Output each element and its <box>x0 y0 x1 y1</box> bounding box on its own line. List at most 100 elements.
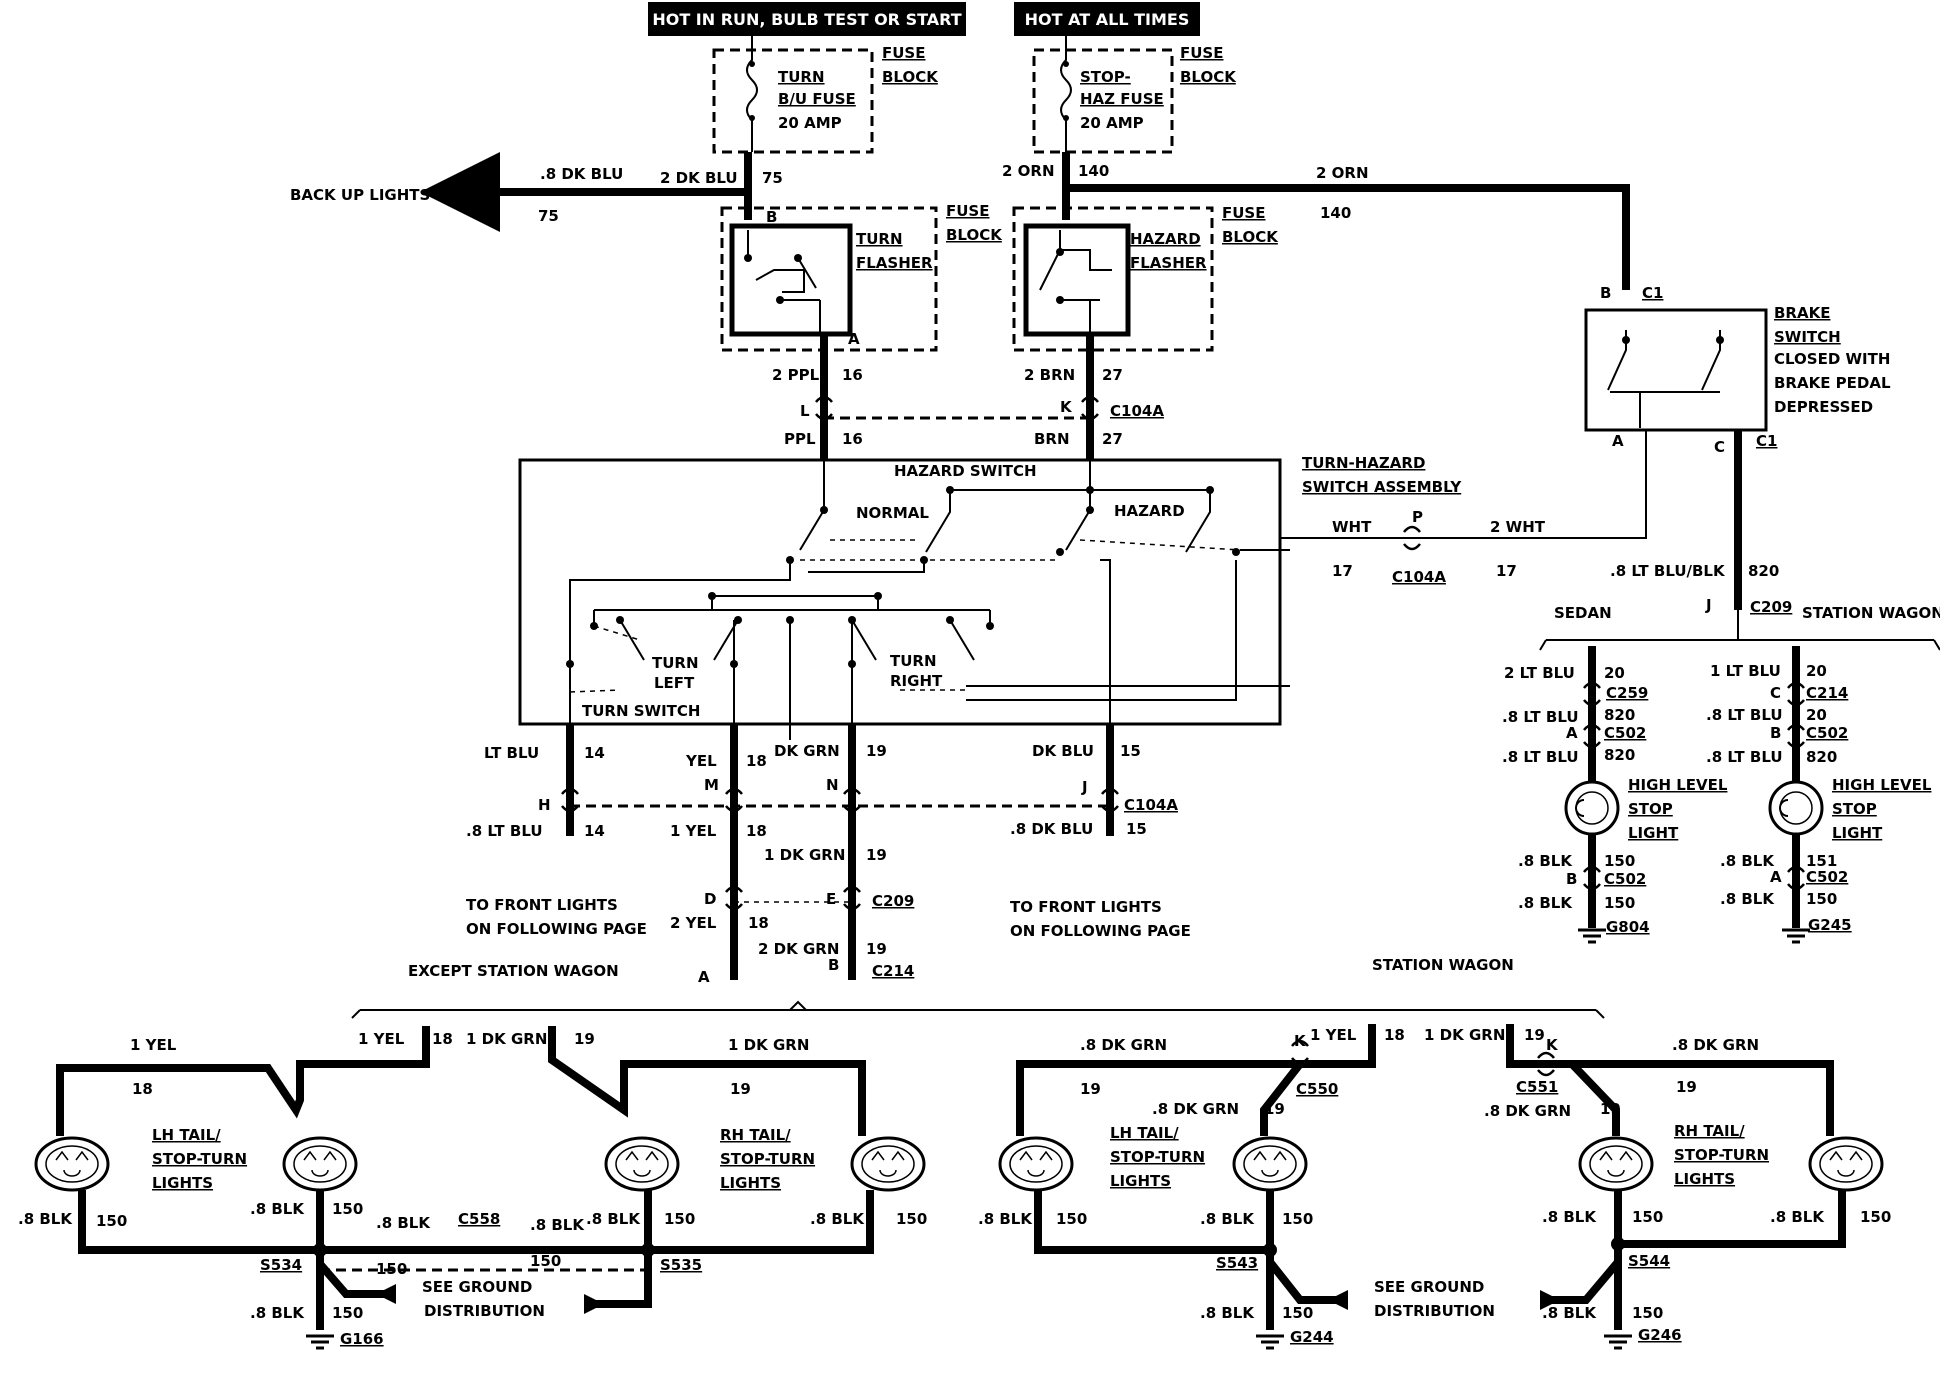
svg-text:75: 75 <box>538 207 559 225</box>
svg-text:S544: S544 <box>1628 1252 1670 1270</box>
svg-text:BLOCK: BLOCK <box>946 226 1003 244</box>
svg-text:150: 150 <box>1806 890 1837 908</box>
svg-text:17: 17 <box>1496 562 1517 580</box>
svg-text:.8 BLK: .8 BLK <box>978 1210 1033 1228</box>
svg-text:H: H <box>538 796 551 814</box>
right-mid-labels: WHT P 2 WHT 17 C104A 17 .8 LT BLU/BLK 82… <box>1332 508 1940 622</box>
svg-text:S535: S535 <box>660 1256 702 1274</box>
svg-text:BLOCK: BLOCK <box>1180 68 1237 86</box>
svg-text:75: 75 <box>762 169 783 187</box>
svg-text:15: 15 <box>1126 820 1147 838</box>
svg-text:.8 LT BLU: .8 LT BLU <box>1706 748 1783 766</box>
svg-text:.8 BLK: .8 BLK <box>1518 894 1573 912</box>
svg-text:.8 BLK: .8 BLK <box>1720 890 1775 908</box>
svg-text:DK BLU: DK BLU <box>1032 742 1094 760</box>
svg-text:.8 BLK: .8 BLK <box>1200 1210 1255 1228</box>
top-wiring <box>420 152 1630 460</box>
svg-text:C: C <box>1714 438 1725 456</box>
svg-text:19: 19 <box>1080 1080 1101 1098</box>
svg-text:16: 16 <box>842 430 863 448</box>
svg-text:.8 DK GRN: .8 DK GRN <box>1672 1036 1759 1054</box>
svg-text:FLASHER: FLASHER <box>856 254 933 272</box>
svg-text:18: 18 <box>432 1030 453 1048</box>
svg-text:18: 18 <box>746 752 767 770</box>
svg-text:20: 20 <box>1806 706 1827 724</box>
svg-text:.8 LT BLU: .8 LT BLU <box>1502 708 1579 726</box>
svg-text:150: 150 <box>376 1260 407 1278</box>
svg-text:1 YEL: 1 YEL <box>358 1030 405 1048</box>
svg-text:150: 150 <box>1282 1210 1313 1228</box>
svg-text:.8 DK GRN: .8 DK GRN <box>1152 1100 1239 1118</box>
svg-text:.8 BLK: .8 BLK <box>1542 1208 1597 1226</box>
svg-text:HIGH LEVEL: HIGH LEVEL <box>1832 776 1932 794</box>
svg-text:P: P <box>1412 508 1423 526</box>
svg-text:1 YEL: 1 YEL <box>130 1036 177 1054</box>
svg-text:C502: C502 <box>1604 724 1646 742</box>
svg-text:E: E <box>826 890 836 908</box>
svg-text:.8 BLK: .8 BLK <box>1770 1208 1825 1226</box>
svg-text:1 YEL: 1 YEL <box>670 822 717 840</box>
turn-hazard-switch-assembly: TURN-HAZARD SWITCH ASSEMBLY HAZARD SWITC… <box>518 454 1462 740</box>
svg-text:HAZARD: HAZARD <box>1114 502 1185 520</box>
svg-text:C104A: C104A <box>1392 568 1446 586</box>
svg-text:LH TAIL/: LH TAIL/ <box>1110 1124 1179 1142</box>
svg-text:2 PPL: 2 PPL <box>772 366 820 384</box>
svg-text:1 DK GRN: 1 DK GRN <box>728 1036 809 1054</box>
svg-text:.8 DK BLU: .8 DK BLU <box>1010 820 1093 838</box>
svg-text:C259: C259 <box>1606 684 1648 702</box>
svg-text:2 LT BLU: 2 LT BLU <box>1504 664 1575 682</box>
svg-text:C551: C551 <box>1516 1078 1558 1096</box>
svg-text:19: 19 <box>574 1030 595 1048</box>
svg-text:151: 151 <box>1806 852 1837 870</box>
svg-text:L: L <box>800 402 810 420</box>
svg-text:SEDAN: SEDAN <box>1554 604 1612 622</box>
svg-text:C502: C502 <box>1806 868 1848 886</box>
svg-text:G804: G804 <box>1606 918 1650 936</box>
svg-text:D: D <box>704 890 716 908</box>
svg-text:SWITCH: SWITCH <box>1774 328 1841 346</box>
svg-text:STOP-: STOP- <box>1080 68 1131 86</box>
svg-text:820: 820 <box>1806 748 1837 766</box>
svg-text:14: 14 <box>584 822 605 840</box>
svg-text:HIGH LEVEL: HIGH LEVEL <box>1628 776 1728 794</box>
svg-text:TURN SWITCH: TURN SWITCH <box>582 702 700 720</box>
svg-text:.8 LT BLU: .8 LT BLU <box>1502 748 1579 766</box>
svg-text:C214: C214 <box>1806 684 1848 702</box>
svg-text:YEL: YEL <box>685 752 717 770</box>
svg-text:K: K <box>1546 1036 1559 1054</box>
svg-text:150: 150 <box>1860 1208 1891 1226</box>
svg-text:HOT AT ALL TIMES: HOT AT ALL TIMES <box>1025 10 1190 29</box>
svg-text:150: 150 <box>1632 1304 1663 1322</box>
svg-text:RH TAIL/: RH TAIL/ <box>1674 1122 1745 1140</box>
svg-text:LIGHT: LIGHT <box>1832 824 1883 842</box>
svg-text:.8 BLK: .8 BLK <box>1518 852 1573 870</box>
svg-text:HAZARD SWITCH: HAZARD SWITCH <box>894 462 1037 480</box>
svg-text:C: C <box>1770 684 1781 702</box>
svg-text:150: 150 <box>530 1252 561 1270</box>
svg-text:20 AMP: 20 AMP <box>778 114 842 132</box>
svg-text:NORMAL: NORMAL <box>856 504 929 522</box>
svg-text:SEE GROUND: SEE GROUND <box>1374 1278 1484 1296</box>
svg-text:DEPRESSED: DEPRESSED <box>1774 398 1873 416</box>
svg-text:2 ORN: 2 ORN <box>1316 164 1369 182</box>
svg-text:BACK UP LIGHTS: BACK UP LIGHTS <box>290 186 430 204</box>
svg-text:ON FOLLOWING PAGE: ON FOLLOWING PAGE <box>1010 922 1191 940</box>
svg-text:.8 BLK: .8 BLK <box>810 1210 865 1228</box>
svg-text:FUSE: FUSE <box>1180 44 1223 62</box>
svg-text:G245: G245 <box>1808 916 1852 934</box>
svg-text:19: 19 <box>1264 1100 1285 1118</box>
svg-text:.8 BLK: .8 BLK <box>586 1210 641 1228</box>
svg-text:STOP-TURN: STOP-TURN <box>152 1150 247 1168</box>
svg-text:.8 DK GRN: .8 DK GRN <box>1484 1102 1571 1120</box>
svg-text:140: 140 <box>1078 162 1109 180</box>
svg-text:.8 LT BLU: .8 LT BLU <box>466 822 543 840</box>
svg-text:A: A <box>1612 432 1624 450</box>
brake-output-wires <box>1290 430 1940 651</box>
svg-text:15: 15 <box>1120 742 1141 760</box>
hazard-flasher: HAZARD FLASHER FUSE BLOCK <box>1012 204 1279 352</box>
svg-text:EXCEPT STATION WAGON: EXCEPT STATION WAGON <box>408 962 619 980</box>
svg-text:.8 LT BLU/BLK: .8 LT BLU/BLK <box>1610 562 1726 580</box>
svg-text:TURN: TURN <box>856 230 903 248</box>
svg-text:LIGHTS: LIGHTS <box>720 1174 781 1192</box>
